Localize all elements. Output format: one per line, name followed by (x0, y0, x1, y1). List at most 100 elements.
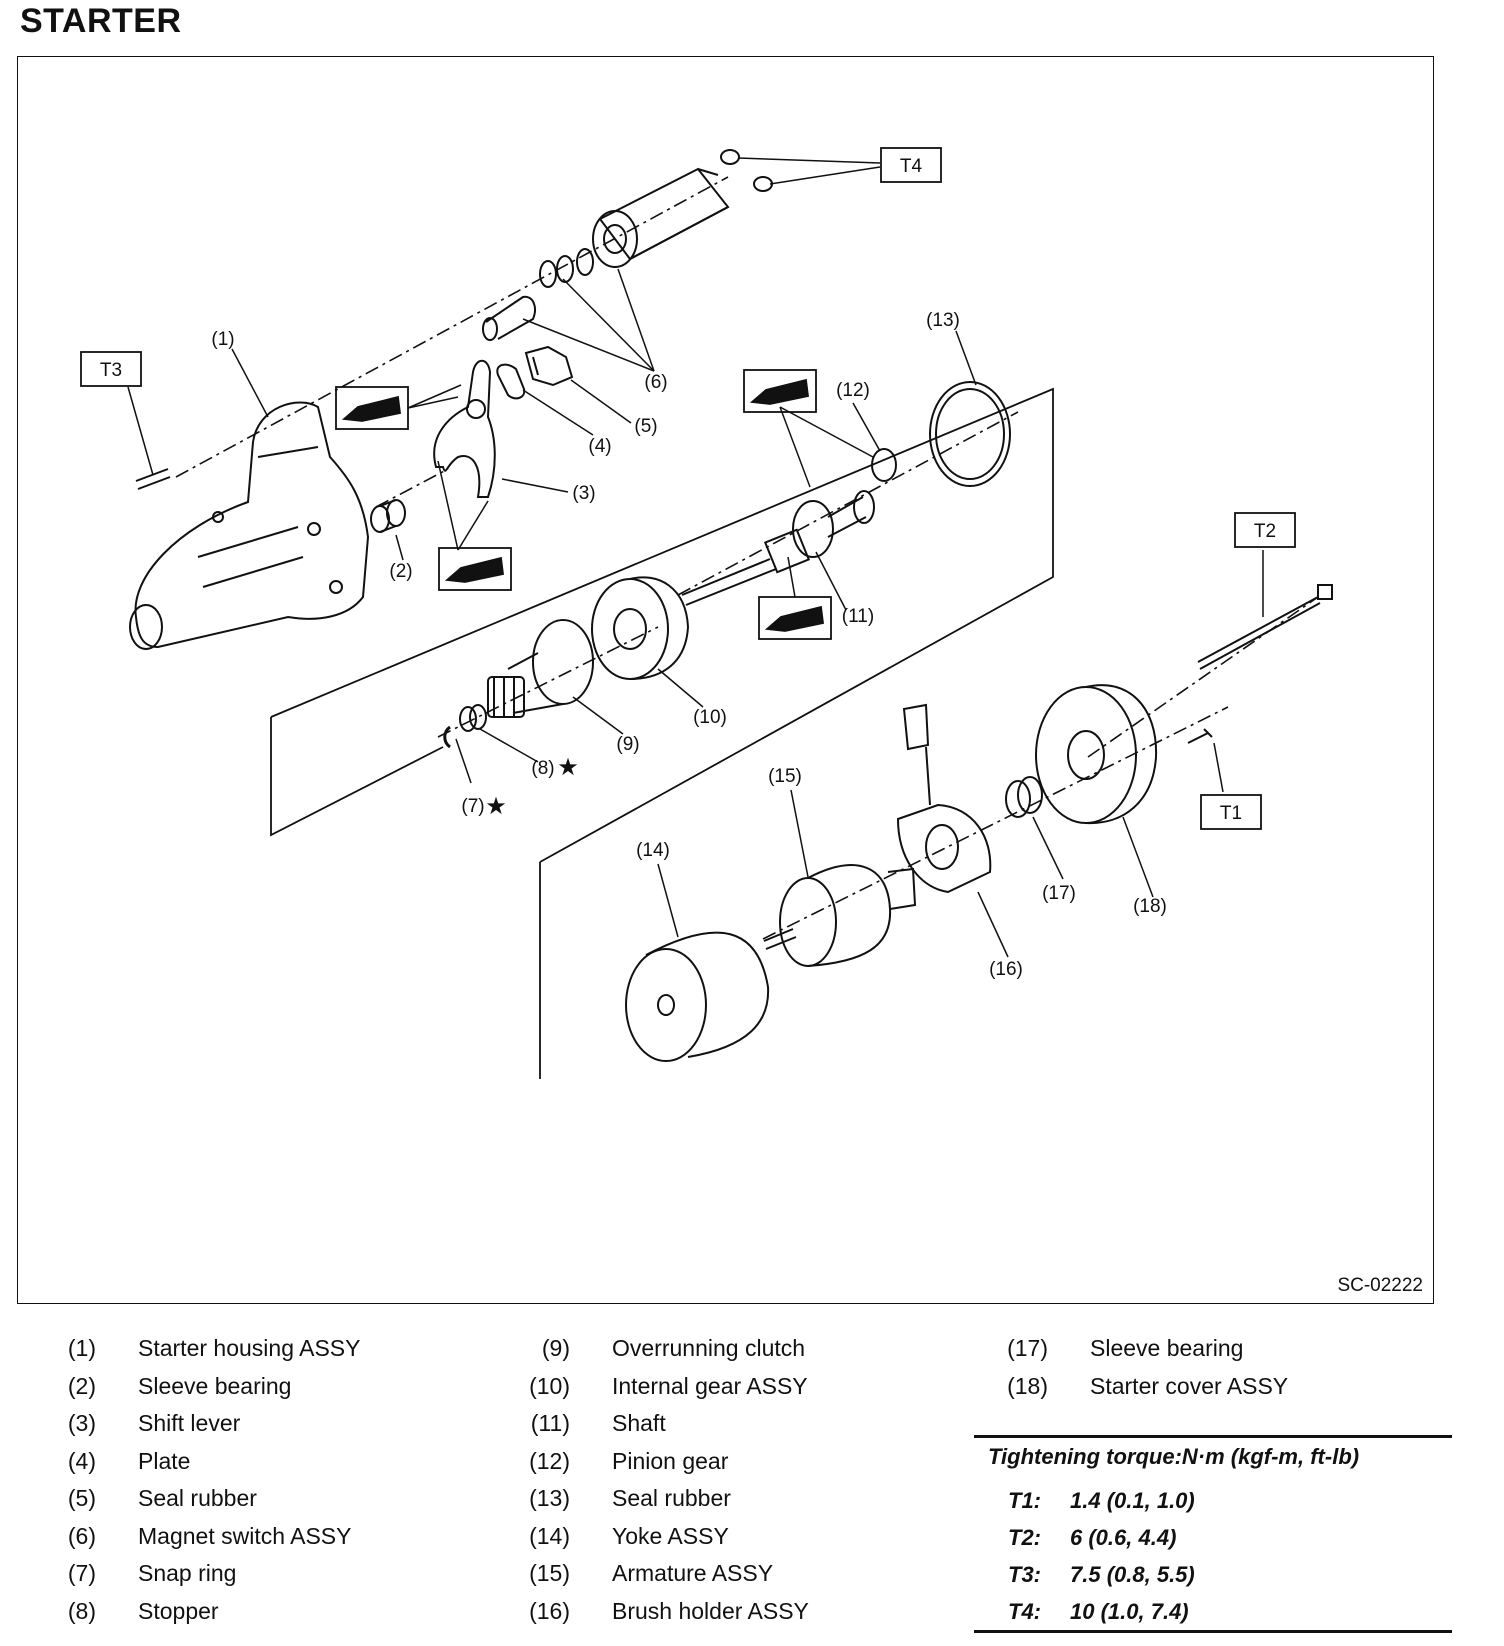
tag-t1: T1 (1220, 803, 1242, 824)
legend-row: (10)Internal gear ASSY (512, 1368, 809, 1406)
shaft-part (681, 490, 875, 606)
callout-13: (13) (926, 310, 960, 331)
legend-name: Sleeve bearing (1090, 1335, 1244, 1361)
legend-row: (3) Shift lever (38, 1405, 360, 1443)
legend-name: Shaft (612, 1410, 666, 1436)
tightening-torque-table: Tightening torque:N·m (kgf-m, ft-lb) T1:… (974, 1435, 1452, 1633)
callout-6: (6) (644, 372, 667, 393)
legend-row: (16) Brush holder ASSY (512, 1593, 809, 1631)
legend-name: Brush holder ASSY (612, 1597, 809, 1624)
callout-7: (7) (461, 796, 484, 817)
yoke-part (625, 931, 770, 1062)
legend-name: Plate (138, 1447, 191, 1474)
legend-row: (18)Starter cover ASSY (990, 1368, 1288, 1406)
legend-num: (5) (67, 1485, 96, 1511)
legend-name: Snap ring (138, 1560, 237, 1586)
torque-key: T1: (1008, 1488, 1041, 1513)
legend-name: Starter housing ASSY (138, 1335, 361, 1361)
legend-num: (4) (67, 1447, 96, 1474)
callout-11: (11) (842, 606, 874, 627)
parts-legend-column-2: (9) Overrunning clutch (10)Internal gear … (512, 1330, 809, 1630)
torque-row: T3:7.5 (0.8, 5.5) (974, 1556, 1452, 1593)
legend-row: (4) Plate (38, 1443, 360, 1481)
torque-value: 10 (1.0, 7.4) (1070, 1599, 1189, 1624)
torque-value: 6 (0.6, 4.4) (1070, 1525, 1177, 1550)
through-bolt-part (1197, 584, 1333, 670)
torque-row: T4: 10 (1.0, 7.4) (974, 1593, 1452, 1630)
legend-name: Seal rubber (612, 1485, 731, 1511)
legend-name: Pinion gear (612, 1447, 729, 1474)
assembly-brackets (270, 387, 1054, 1079)
torque-key: T2: (1008, 1525, 1041, 1550)
pinion-gear-part (871, 448, 897, 482)
legend-row: (6)Magnet switch ASSY (38, 1518, 360, 1556)
legend-row: (17)Sleeve bearing (990, 1330, 1288, 1368)
callout-14: (14) (636, 840, 670, 861)
starter-housing-part (129, 401, 370, 650)
star-mark-7: ★ (485, 793, 507, 820)
tag-t3: T3 (100, 360, 122, 381)
legend-name: Overrunning clutch (612, 1335, 806, 1361)
star-mark-8: ★ (557, 754, 579, 781)
legend-row: (8)Stopper (38, 1593, 360, 1631)
legend-name: Seal rubber (138, 1485, 257, 1511)
legend-num: (14) (529, 1522, 570, 1549)
internal-gear-part (591, 576, 690, 680)
sleeve-bearing-part (370, 499, 406, 533)
legend-row: (14) Yoke ASSY (512, 1518, 809, 1556)
legend-num: (11) (530, 1410, 570, 1436)
torque-row: T2: 6 (0.6, 4.4) (974, 1519, 1452, 1556)
magnet-switch-part (482, 149, 773, 341)
legend-num: (7) (67, 1560, 96, 1586)
legend-name: Sleeve bearing (138, 1372, 292, 1399)
torque-row: T1: 1.4 (0.1, 1.0) (974, 1482, 1452, 1519)
grease-symbols (335, 369, 832, 640)
brush-holder-part (896, 703, 992, 894)
callout-4: (4) (588, 436, 611, 457)
legend-row: (13) Seal rubber (512, 1480, 809, 1518)
legend-num: (1) (67, 1335, 96, 1361)
stopper-part (459, 704, 487, 732)
legend-row: (1) Starter housing ASSY (38, 1330, 361, 1368)
callout-17: (17) (1042, 883, 1076, 904)
torque-value: 7.5 (0.8, 5.5) (1070, 1562, 1195, 1587)
legend-num: (16) (529, 1597, 570, 1624)
legend-num: (9) (541, 1335, 570, 1361)
center-lines (175, 176, 1319, 940)
callout-8: (8) (531, 758, 554, 779)
exploded-view-diagram: T3 T4 T2 T1 (1) (2) (3) (4) (5) (6) (7) … (17, 56, 1434, 1304)
screw-part (1187, 728, 1213, 744)
plate-part (496, 363, 526, 400)
legend-row: (5) Seal rubber (38, 1480, 360, 1518)
legend-row: (15)Armature ASSY (512, 1555, 809, 1593)
leader-lines (127, 157, 1264, 958)
diagram-canvas: T3 T4 T2 T1 (1) (2) (3) (4) (5) (6) (7) … (80, 147, 1333, 1079)
legend-num: (13) (529, 1485, 570, 1511)
callout-5: (5) (634, 416, 657, 437)
figure-code: SC-02222 (1337, 1275, 1423, 1296)
callout-15: (15) (768, 766, 802, 787)
legend-name: Yoke ASSY (612, 1522, 729, 1549)
shift-lever-part (433, 359, 496, 498)
callout-3: (3) (572, 483, 595, 504)
callout-9: (9) (616, 734, 639, 755)
snap-ring-part (443, 725, 451, 749)
seal-rubber-part (524, 345, 574, 387)
legend-row: (11) Shaft (512, 1405, 809, 1443)
legend-row: (2)Sleeve bearing (38, 1368, 360, 1406)
callout-18: (18) (1133, 896, 1167, 917)
legend-name: Shift lever (138, 1410, 241, 1436)
legend-num: (10) (529, 1372, 570, 1399)
callout-1: (1) (211, 329, 234, 350)
torque-heading: Tightening torque:N·m (kgf-m, ft-lb) (988, 1444, 1360, 1469)
torque-key: T4: (1008, 1599, 1041, 1624)
legend-num: (18) (1007, 1372, 1048, 1399)
legend-name: Stopper (138, 1597, 219, 1624)
legend-name: Magnet switch ASSY (138, 1522, 352, 1549)
callout-10: (10) (693, 707, 727, 728)
legend-num: (12) (529, 1447, 570, 1474)
torque-value: 1.4 (0.1, 1.0) (1070, 1488, 1195, 1513)
legend-num: (3) (67, 1410, 96, 1436)
overrunning-clutch-part (487, 619, 594, 718)
armature-part (763, 864, 917, 967)
